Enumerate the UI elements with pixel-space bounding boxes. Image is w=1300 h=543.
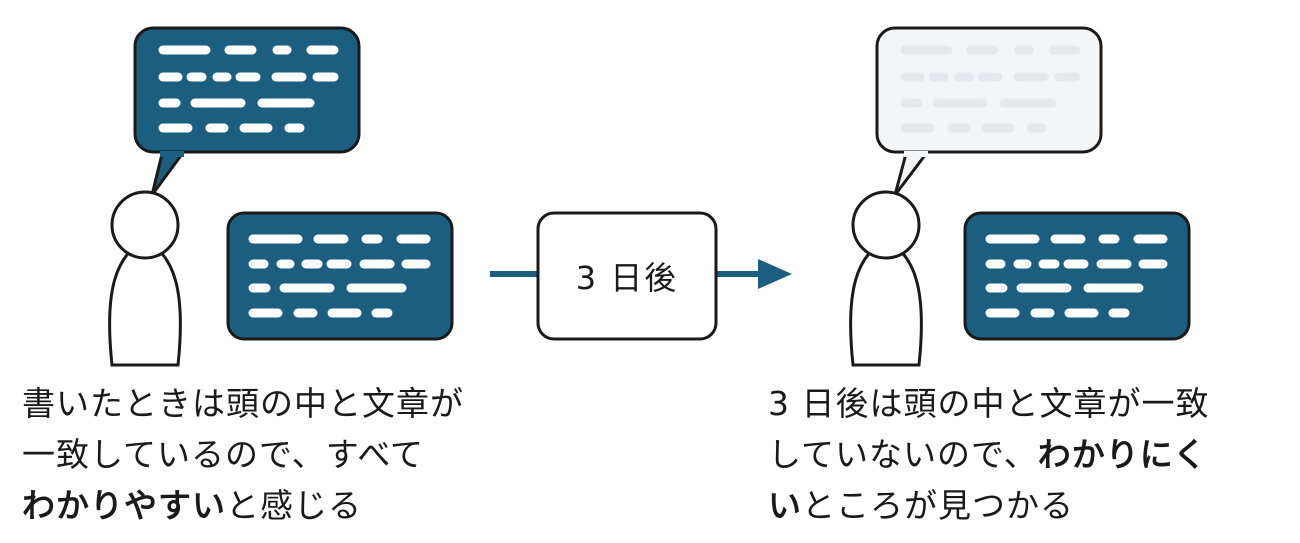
left-caption-line-3-rest: と感じる — [226, 486, 362, 525]
left-caption-line-3: わかりやすいと感じる — [22, 480, 464, 531]
left-bubble-body — [133, 26, 361, 154]
left-bubble-text-lines — [158, 45, 339, 133]
right-caption-line-1: 3 日後は頭の中と文章が一致 — [768, 384, 1210, 423]
left-document-icon — [226, 211, 454, 341]
left-caption-line-1: 書いたときは頭の中と文章が — [22, 384, 464, 423]
right-document-icon — [963, 211, 1191, 341]
left-caption: 書いたときは頭の中と文章が 一致しているので、すべて わかりやすいと感じる — [22, 378, 464, 531]
right-caption-emphasis-1: わかりにく — [1037, 435, 1208, 474]
left-caption-line-2: 一致しているので、すべて — [22, 435, 425, 474]
time-label-box — [536, 211, 718, 341]
right-caption-line-3-rest: ところが見つかる — [802, 486, 1074, 525]
right-person-icon — [849, 190, 923, 367]
time-label: 3 日後 — [575, 259, 679, 297]
left-person-icon — [108, 190, 182, 367]
right-caption-emphasis-2: い — [768, 486, 802, 525]
left-caption-emphasis: わかりやすい — [22, 486, 226, 525]
right-bubble-text-lines — [900, 45, 1081, 133]
right-caption-line-2-normal: していないので、 — [768, 435, 1038, 474]
left-thought-bubble — [133, 26, 361, 197]
right-caption: 3 日後は頭の中と文章が一致 していないので、わかりにく いところが見つかる — [768, 378, 1210, 531]
right-caption-line-2: していないので、わかりにく — [768, 429, 1210, 480]
right-thought-bubble — [875, 26, 1103, 197]
right-bubble-body — [875, 26, 1103, 154]
arrow-right-icon — [490, 259, 792, 289]
right-caption-line-3: いところが見つかる — [768, 480, 1210, 531]
